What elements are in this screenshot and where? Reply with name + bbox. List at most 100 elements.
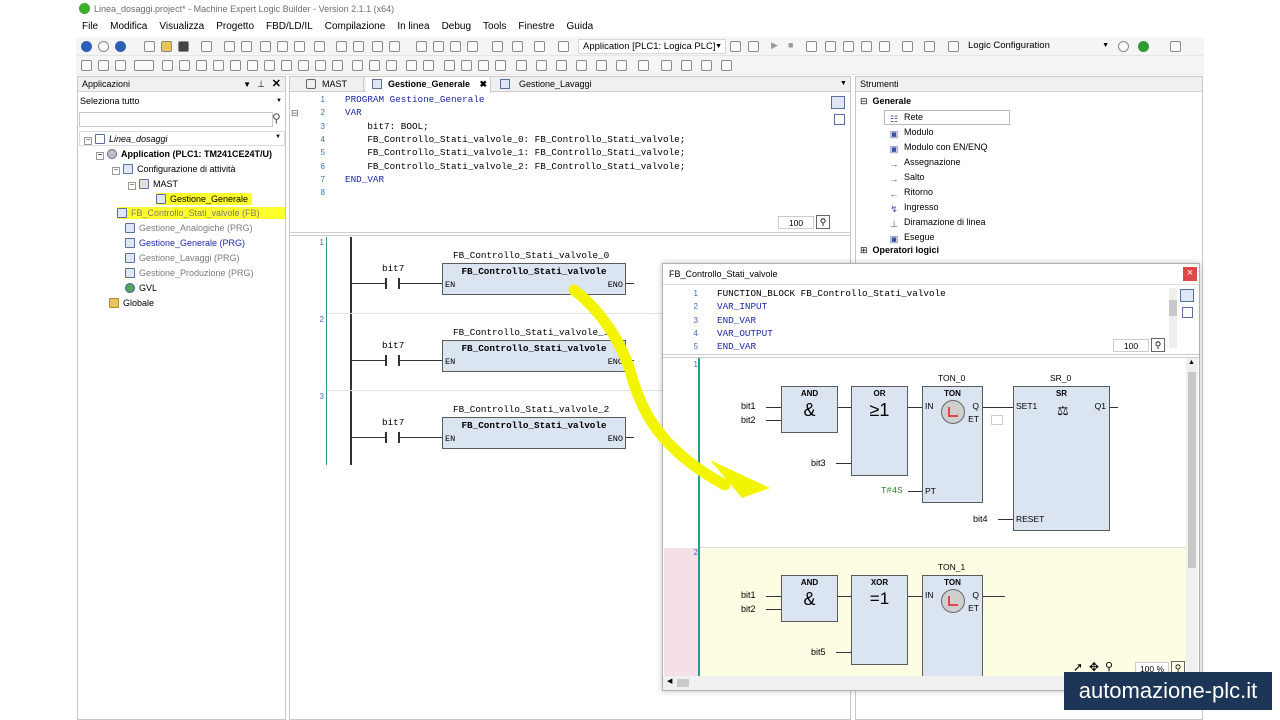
chevron-down-icon[interactable]: ▼ [275, 134, 281, 140]
copy-icon[interactable] [277, 41, 288, 52]
insert-output-icon[interactable] [369, 60, 380, 71]
open-folder-icon[interactable] [161, 41, 172, 52]
fbd-toolbar-icon[interactable] [81, 60, 92, 71]
delete-net-icon[interactable] [701, 60, 712, 71]
toggle-icon[interactable] [556, 60, 567, 71]
tree-gestione-produzione[interactable]: Gestione_Produzione (PRG) [125, 267, 254, 279]
collapse-icon[interactable]: − [84, 137, 92, 145]
insert-coil-icon[interactable] [213, 60, 224, 71]
code-line[interactable]: FB_Controllo_Stati_valvole_0: FB_Control… [345, 133, 686, 145]
logout-icon[interactable] [748, 41, 759, 52]
tree-gestione-lavaggi[interactable]: Gestione_Lavaggi (PRG) [125, 252, 240, 264]
fb-instance-name[interactable]: FB_Controllo_Stati_valvole_1 [453, 327, 610, 338]
search-input[interactable] [79, 112, 273, 127]
et-output-field[interactable] [991, 415, 1003, 425]
save-icon[interactable] [178, 41, 189, 52]
tab-mast[interactable]: MAST [300, 77, 364, 92]
cut-icon[interactable] [260, 41, 271, 52]
input-bit3[interactable]: bit3 [811, 458, 826, 468]
replace-all-icon[interactable] [389, 41, 400, 52]
pointer-tool-icon[interactable]: ➚ [1073, 660, 1084, 674]
force-icon[interactable] [902, 41, 913, 52]
scroll-thumb[interactable] [1188, 372, 1196, 568]
insert-contact-icon[interactable] [162, 60, 173, 71]
step-into-icon[interactable] [861, 41, 872, 52]
stop-icon[interactable]: ■ [788, 40, 794, 50]
scroll-up-icon[interactable]: ▲ [1188, 359, 1195, 366]
zoom-icon[interactable]: ⚲ [1151, 338, 1165, 352]
splitter[interactable] [663, 354, 1199, 358]
insert-return-icon[interactable] [332, 60, 343, 71]
search-icon[interactable]: ⚲ [272, 111, 281, 125]
menu-progetto[interactable]: Progetto [216, 21, 255, 32]
menu-compilazione[interactable]: Compilazione [324, 21, 386, 32]
redo-icon[interactable] [241, 41, 252, 52]
popup-code-scrollbar[interactable] [1169, 288, 1177, 348]
table-view-icon[interactable] [1182, 307, 1193, 318]
code-line[interactable]: FB_Controllo_Stati_valvole_2: FB_Control… [345, 160, 686, 172]
collapse-icon[interactable]: − [112, 167, 120, 175]
tree-gestione-analogiche[interactable]: Gestione_Analogiche (PRG) [125, 222, 253, 234]
contact-variable[interactable]: bit7 [382, 340, 405, 351]
menu-fbd[interactable]: FBD/LD/IL [266, 21, 313, 32]
code-line[interactable]: VAR_OUTPUT [717, 327, 773, 339]
close-icon[interactable]: ✕ [271, 78, 281, 90]
back-icon[interactable] [81, 41, 92, 52]
branch-close-icon[interactable] [461, 60, 472, 71]
scroll-left-icon[interactable]: ◀ [667, 678, 673, 685]
step-over-icon[interactable] [843, 41, 854, 52]
zoom-tool-icon[interactable]: ⚲ [1105, 661, 1114, 673]
edge-detect-icon[interactable] [406, 60, 417, 71]
sr0-block[interactable]: SR ⚖ SET1 Q1 RESET [1013, 386, 1110, 531]
scroll-thumb[interactable] [677, 679, 689, 687]
zoom-icon[interactable]: ⚲ [816, 215, 830, 229]
ld-toolbar-icon[interactable] [98, 60, 109, 71]
run-icon[interactable]: ▶ [771, 40, 778, 50]
collapse-icon[interactable]: ⊟ [860, 96, 868, 106]
tool-item[interactable]: ☷Rete [888, 111, 923, 124]
tab-gestione-generale[interactable]: Gestione_Generale✖ [366, 77, 491, 93]
table-view-icon[interactable] [834, 114, 845, 125]
tree-mast-gestione-generale[interactable]: Gestione_Generale [156, 193, 253, 205]
tool-item[interactable]: ▣Esegue [888, 231, 935, 244]
and-block-2[interactable]: AND & [781, 575, 838, 622]
insert-above-icon[interactable] [661, 60, 672, 71]
filter-select[interactable]: Seleziona tutto ▼ [78, 94, 285, 109]
label-icon[interactable] [516, 60, 527, 71]
step-out-icon[interactable] [879, 41, 890, 52]
nav-icon[interactable] [115, 41, 126, 52]
user-icon[interactable] [1138, 41, 1149, 52]
code-line[interactable]: END_VAR [345, 173, 385, 185]
panel-menu-icon[interactable]: ▼ [243, 80, 251, 89]
tools-group-generale[interactable]: ⊟Generale [860, 96, 911, 107]
insert-input-icon[interactable] [352, 60, 363, 71]
find-icon[interactable] [336, 41, 347, 52]
move-icon[interactable] [596, 60, 607, 71]
code-line[interactable]: bit7: BOOL; [345, 120, 429, 132]
tree-project[interactable]: −Linea_dosaggi [84, 133, 168, 145]
menu-in-linea[interactable]: In linea [397, 21, 430, 32]
insert-assign-icon[interactable] [298, 60, 309, 71]
tab-gestione-lavaggi[interactable]: Gestione_Lavaggi [494, 77, 594, 92]
tree-application[interactable]: −Application (PLC1: TM241CE24T/U) [96, 148, 272, 160]
xor-block[interactable]: XOR =1 [851, 575, 908, 665]
ton1-block[interactable]: TON IN Q ET [922, 575, 983, 676]
replace-icon[interactable] [353, 41, 364, 52]
tab-close-icon[interactable]: ✖ [479, 79, 487, 89]
input-bit4[interactable]: bit4 [973, 514, 988, 524]
tree-gestione-generale[interactable]: Gestione_Generale (PRG) [125, 237, 245, 249]
input-bit1[interactable]: bit1 [741, 401, 756, 411]
parameter-icon[interactable] [576, 60, 587, 71]
tool-item[interactable]: ▣Modulo [888, 126, 934, 139]
login-icon[interactable] [730, 41, 741, 52]
input-bit2[interactable]: bit2 [741, 604, 756, 614]
declaration-view-icon[interactable] [1180, 289, 1194, 302]
windows-icon[interactable] [492, 41, 503, 52]
collapse-icon[interactable]: − [128, 182, 136, 190]
refresh-icon[interactable] [1118, 41, 1129, 52]
configuration-select[interactable]: Logic Configuration▼ [964, 39, 1112, 54]
layout-icon[interactable] [512, 41, 523, 52]
contact-variable[interactable]: bit7 [382, 417, 405, 428]
